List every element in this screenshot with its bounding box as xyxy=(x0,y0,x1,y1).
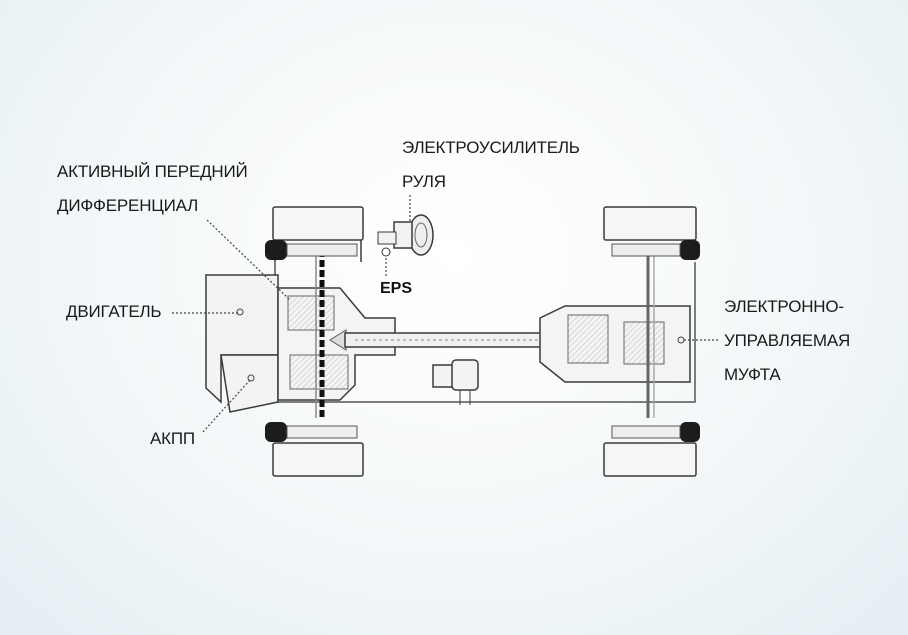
label-coupling: ЭЛЕКТРОННО- УПРАВЛЯЕМАЯ МУФТА xyxy=(724,290,850,392)
wheel-rear-right xyxy=(603,422,700,477)
rear-coupling-housing xyxy=(539,305,691,383)
transmission-block xyxy=(220,354,279,413)
label-engine-text: ДВИГАТЕЛЬ xyxy=(66,302,162,321)
label-transmission: АКПП xyxy=(150,422,195,456)
label-steering: ЭЛЕКТРОУСИЛИТЕЛЬ РУЛЯ xyxy=(402,131,580,199)
leader-front-diff xyxy=(206,219,291,301)
rear-axle xyxy=(646,250,655,418)
leader-lines xyxy=(172,195,718,433)
label-front-differential: АКТИВНЫЙ ПЕРЕДНИЙ ДИФФЕРЕНЦИАЛ xyxy=(57,155,248,223)
label-steering-line2: РУЛЯ xyxy=(402,172,446,191)
label-transmission-text: АКПП xyxy=(150,429,195,448)
label-coupling-line3: МУФТА xyxy=(724,365,781,384)
label-steering-line1: ЭЛЕКТРОУСИЛИТЕЛЬ xyxy=(402,138,580,157)
label-coupling-line1: ЭЛЕКТРОННО- xyxy=(724,297,844,316)
front-differential xyxy=(277,287,396,401)
wheel-rear-left xyxy=(603,206,700,260)
label-front-diff-line1: АКТИВНЫЙ ПЕРЕДНИЙ xyxy=(57,162,248,181)
front-axle xyxy=(315,250,325,418)
steering-eps xyxy=(377,214,434,257)
label-front-diff-line2: ДИФФЕРЕНЦИАЛ xyxy=(57,196,199,215)
control-module xyxy=(432,359,479,405)
label-engine: ДВИГАТЕЛЬ xyxy=(66,295,162,329)
wheel-front-left xyxy=(265,206,364,262)
wheel-front-right xyxy=(265,422,364,477)
label-coupling-line2: УПРАВЛЯЕМАЯ xyxy=(724,331,851,350)
propeller-shaft xyxy=(344,332,561,348)
label-eps: EPS xyxy=(380,280,413,297)
